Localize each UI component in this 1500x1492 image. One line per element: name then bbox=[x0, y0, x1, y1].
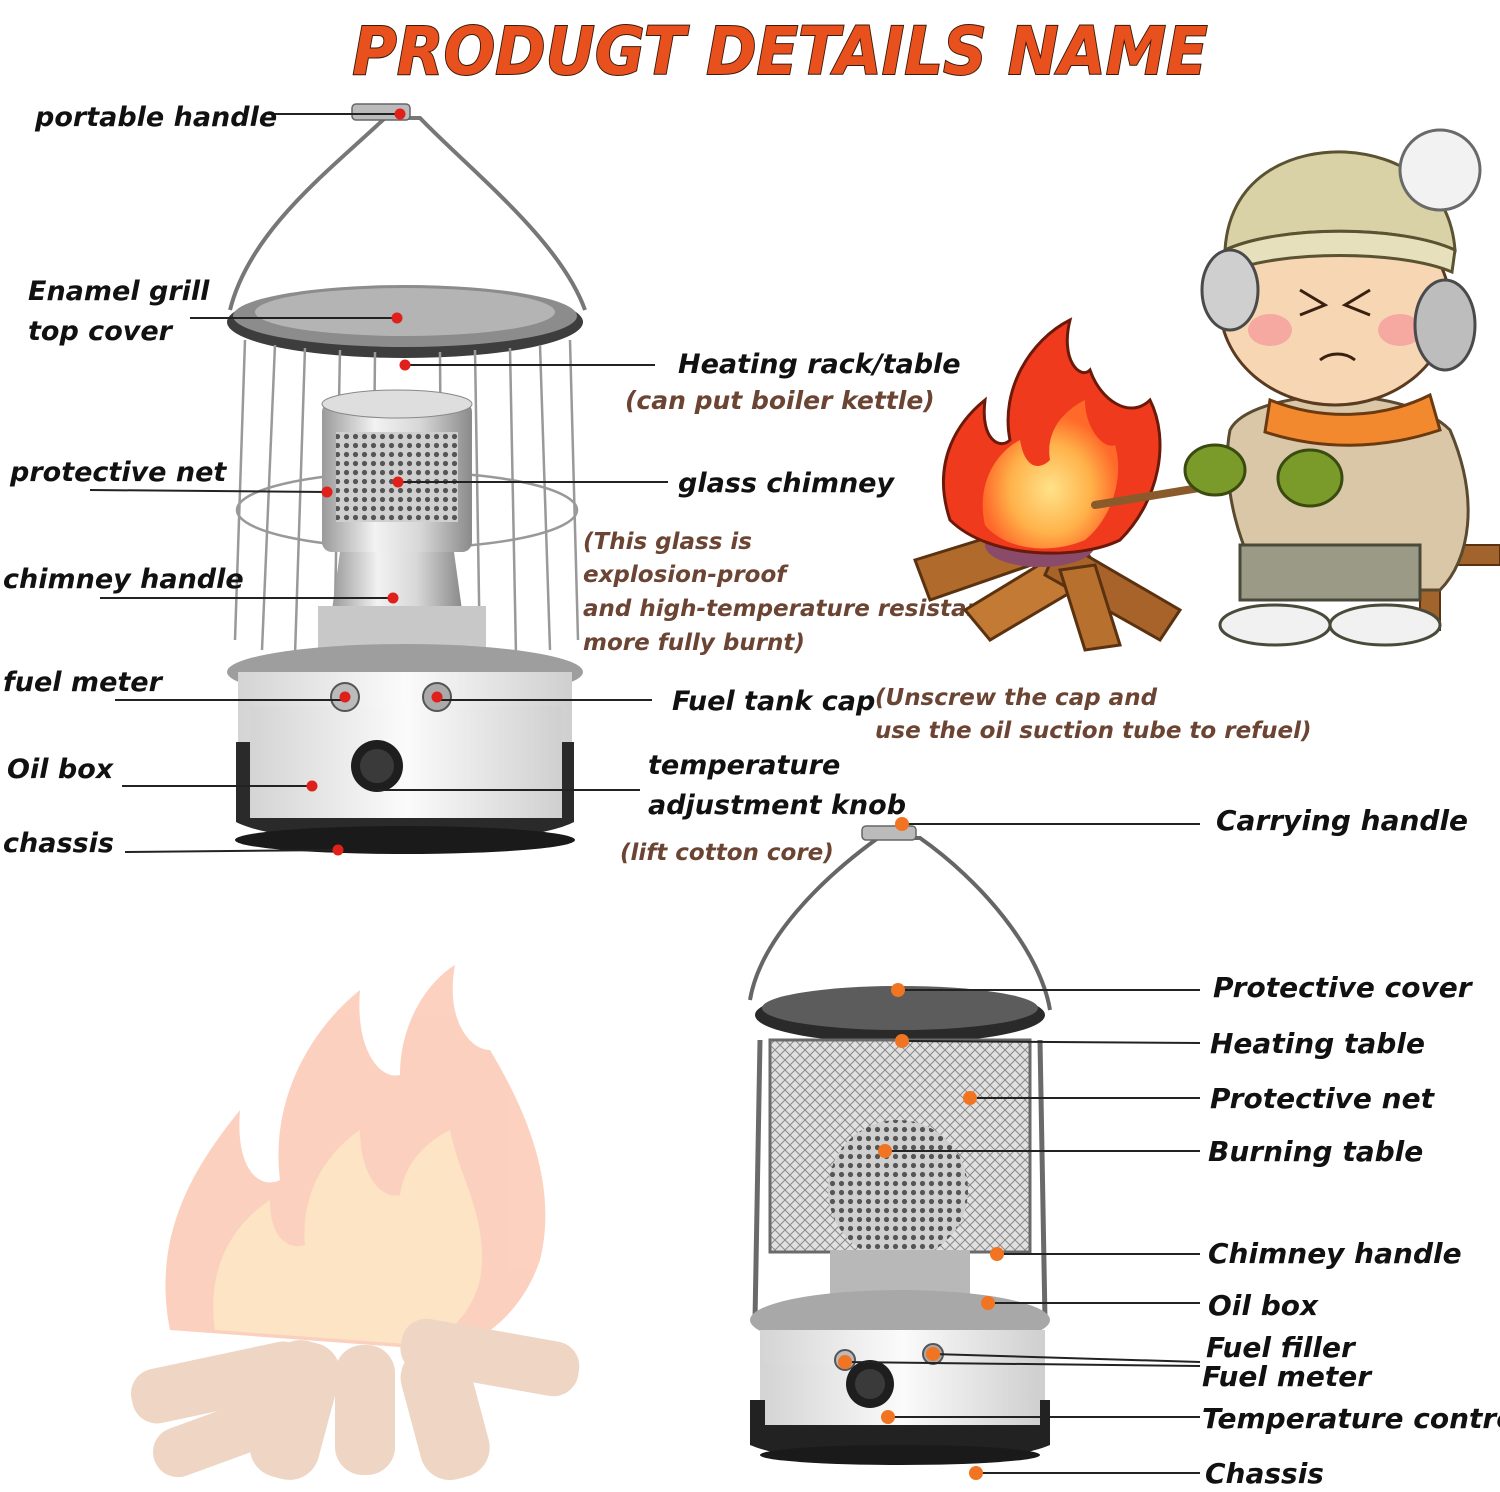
dot-chimney-handle bbox=[387, 592, 399, 604]
dot-oil-box-2 bbox=[981, 1296, 995, 1310]
dot-temperature-control bbox=[881, 1410, 895, 1424]
label-temp-knob-line1: temperature bbox=[648, 750, 840, 781]
dot-burning-table bbox=[878, 1144, 892, 1158]
heater-2-illustration bbox=[748, 825, 1052, 1465]
dot-chassis bbox=[332, 844, 344, 856]
dot-heating-rack bbox=[399, 359, 411, 371]
label-chimney-handle: chimney handle bbox=[3, 564, 244, 595]
note-fuel-cap-line1: (Unscrew the cap and bbox=[875, 685, 1158, 711]
dot-protective-cover bbox=[891, 983, 905, 997]
label-fuel-filler: Fuel filler bbox=[1206, 1331, 1357, 1364]
background-campfire bbox=[131, 965, 580, 1480]
note-glass-line4: more fully burnt) bbox=[583, 630, 805, 656]
dot-oil-box bbox=[306, 780, 318, 792]
note-glass-line2: explosion-proof bbox=[583, 562, 789, 588]
dot-fuel-tank-cap bbox=[431, 691, 443, 703]
dot-enamel-grill bbox=[391, 312, 403, 324]
label-fuel-tank-cap: Fuel tank cap bbox=[672, 686, 875, 717]
note-fuel-cap-line2: use the oil suction tube to refuel) bbox=[875, 718, 1312, 744]
heater-1-dots bbox=[306, 108, 443, 856]
label-protective-net-2: Protective net bbox=[1210, 1082, 1436, 1115]
dot-fuel-meter bbox=[339, 691, 351, 703]
page-title: PRODUGT DETAILS NAME bbox=[352, 13, 1207, 90]
label-chassis-2: Chassis bbox=[1205, 1457, 1324, 1490]
dot-fuel-filler bbox=[926, 1347, 940, 1361]
heater-2-dots bbox=[838, 817, 1004, 1480]
label-heating-table: Heating table bbox=[1210, 1027, 1425, 1060]
dot-carrying-handle bbox=[895, 817, 909, 831]
label-enamel-grill-line2: top cover bbox=[28, 316, 174, 347]
heater-1-leaders bbox=[89, 113, 668, 853]
label-protective-cover: Protective cover bbox=[1213, 971, 1474, 1004]
label-carrying-handle: Carrying handle bbox=[1216, 804, 1468, 837]
dot-heating-table bbox=[895, 1034, 909, 1048]
label-fuel-meter-2: Fuel meter bbox=[1202, 1360, 1373, 1393]
label-enamel-grill-line1: Enamel grill bbox=[28, 276, 210, 307]
label-oil-box-2: Oil box bbox=[1208, 1289, 1319, 1322]
dot-chassis-2 bbox=[969, 1466, 983, 1480]
heater-1-labels: portable handle Enamel grill top cover p… bbox=[3, 102, 1312, 866]
note-glass-line1: (This glass is bbox=[583, 529, 752, 555]
label-chassis: chassis bbox=[3, 828, 114, 859]
dot-chimney-handle-2 bbox=[990, 1247, 1004, 1261]
label-burning-table: Burning table bbox=[1208, 1135, 1423, 1168]
label-portable-handle: portable handle bbox=[34, 102, 277, 133]
label-protective-net: protective net bbox=[9, 457, 227, 488]
label-temperature-control: Temperature control bbox=[1202, 1402, 1500, 1435]
label-glass-chimney: glass chimney bbox=[678, 468, 895, 499]
label-chimney-handle-2: Chimney handle bbox=[1208, 1237, 1462, 1270]
heater-2-leaders bbox=[844, 823, 1201, 1474]
label-heating-rack: Heating rack/table bbox=[678, 349, 961, 380]
dot-portable-handle bbox=[394, 108, 406, 120]
heater-1-illustration bbox=[227, 103, 587, 854]
note-glass-line3: and high-temperature resistant bbox=[583, 596, 995, 622]
dot-protective-net-2 bbox=[963, 1091, 977, 1105]
label-fuel-meter: fuel meter bbox=[3, 667, 164, 698]
label-temp-knob-line2: adjustment knob bbox=[648, 790, 906, 821]
dot-glass-chimney bbox=[392, 476, 404, 488]
label-oil-box: Oil box bbox=[7, 754, 115, 785]
note-heating-rack: (can put boiler kettle) bbox=[625, 386, 935, 415]
heater-2-labels: Carrying handle Protective cover Heating… bbox=[1202, 804, 1500, 1490]
dot-protective-net bbox=[321, 486, 333, 498]
child-campfire-illustration bbox=[913, 128, 1500, 652]
log-pile bbox=[913, 518, 1183, 652]
note-knob: (lift cotton core) bbox=[620, 840, 834, 866]
dot-fuel-meter-2 bbox=[838, 1355, 852, 1369]
